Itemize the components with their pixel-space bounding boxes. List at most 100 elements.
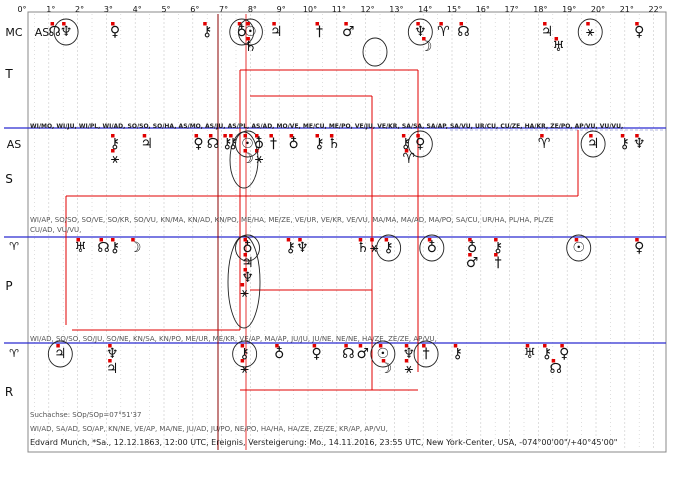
planet-glyph: ♁: [237, 24, 247, 40]
highlight-circle: [53, 18, 79, 46]
planet-glyph: ♃: [587, 136, 600, 152]
planet-marker: [50, 22, 55, 26]
planet-glyph: ♀: [415, 136, 425, 152]
degree-label: 9°: [277, 5, 286, 14]
planet-marker: [427, 238, 432, 242]
planet-glyph: ⚷: [401, 136, 411, 152]
highlight-circle: [47, 340, 73, 368]
row-start-symbol: AS: [35, 26, 50, 39]
degree-label: 6°: [190, 5, 199, 14]
planet-glyph: ☉: [244, 24, 257, 40]
planet-glyph: ♀: [312, 346, 322, 362]
planet-marker: [298, 238, 302, 242]
degree-label: 19°: [562, 5, 576, 14]
highlight-circle: [407, 130, 433, 158]
planet-marker: [131, 238, 135, 242]
highlight-circle: [407, 18, 433, 46]
planet-glyph: ⚷: [542, 346, 552, 362]
planet-glyph: ⚷: [240, 346, 250, 362]
planet-marker: [370, 238, 374, 242]
planet-marker: [525, 344, 530, 348]
planet-marker: [56, 344, 60, 348]
planet-glyph: ⚹: [370, 240, 379, 256]
degree-label: 17°: [505, 5, 519, 14]
planet-glyph: ⚷: [222, 136, 232, 152]
planet-glyph: ♃: [541, 24, 554, 40]
degree-label: 1°: [46, 5, 55, 14]
planet-marker: [255, 134, 259, 138]
planet-glyph: ⚷: [620, 136, 630, 152]
planet-glyph: ♅: [552, 39, 565, 55]
planet-marker: [358, 238, 363, 242]
planet-marker: [543, 344, 547, 348]
planet-marker: [589, 134, 593, 138]
degree-label: 4°: [133, 5, 142, 14]
planet-glyph: †: [316, 24, 323, 40]
planet-glyph: ♈: [538, 136, 551, 152]
planet-glyph: ⚷: [228, 136, 238, 152]
planet-marker: [384, 238, 389, 242]
planet-marker: [453, 344, 458, 348]
planet-marker: [540, 134, 544, 138]
planet-marker: [194, 134, 199, 138]
planet-marker: [439, 22, 443, 26]
planet-glyph: ♀: [634, 240, 644, 256]
planet-glyph: ☊: [97, 240, 109, 256]
planet-glyph: ♆: [414, 24, 427, 40]
degree-label: 5°: [161, 5, 170, 14]
planet-marker: [208, 134, 213, 138]
degree-label: 18°: [533, 5, 547, 14]
planet-marker: [272, 22, 276, 26]
planet-glyph: ⚷: [453, 346, 463, 362]
planet-glyph: ♀: [559, 346, 569, 362]
planet-marker: [286, 238, 291, 242]
planet-marker: [586, 22, 590, 26]
planet-glyph: ☽: [420, 39, 433, 55]
planet-marker: [240, 359, 245, 363]
planet-glyph: ♁: [242, 240, 252, 256]
planet-marker: [99, 238, 104, 242]
planet-glyph: ♁: [427, 240, 437, 256]
planet-marker: [76, 238, 80, 242]
planet-glyph: ⚹: [255, 151, 264, 167]
grid: [4, 14, 666, 450]
planet-glyph: ⚷: [110, 136, 120, 152]
planet-marker: [344, 22, 348, 26]
planet-marker: [416, 22, 420, 26]
degree-label: 16°: [476, 5, 490, 14]
planet-glyph: ⚹: [240, 285, 249, 301]
planet-marker: [312, 344, 317, 348]
planet-marker: [237, 22, 242, 26]
planet-marker: [240, 344, 245, 348]
planet-glyph: ♂: [356, 346, 369, 362]
planet-glyph: ♁: [288, 136, 298, 152]
planet-glyph: ♁: [467, 240, 477, 256]
planet-glyph: †: [495, 255, 502, 271]
planet-glyph: ⚹: [586, 24, 595, 40]
degree-label: 10°: [303, 5, 317, 14]
planet-glyph: ♆: [403, 346, 416, 362]
planet-marker: [269, 134, 273, 138]
planet-glyph: ♈: [403, 151, 416, 167]
planet-glyph: ♀: [634, 24, 644, 40]
planet-glyph: ☽: [129, 240, 142, 256]
planet-marker: [422, 37, 426, 41]
planet-marker: [620, 134, 625, 138]
planet-glyph: ⚷: [202, 24, 212, 40]
planet-marker: [560, 344, 564, 348]
row-s-header: WI/MO, WI/JU, WI/PL, WI/AD, SO/SO, SO/HA…: [30, 123, 624, 130]
plot-frame: [27, 11, 667, 453]
group-ellipse: [229, 131, 259, 189]
row-label: S: [5, 172, 13, 186]
planet-glyph: ⚹: [240, 361, 249, 377]
degree-label: 20°: [591, 5, 605, 14]
planet-glyph: ⚹: [111, 151, 120, 167]
highlight-circle: [419, 234, 445, 262]
planet-glyph: ♁: [274, 346, 284, 362]
planet-marker: [404, 344, 409, 348]
highlight-circle: [232, 340, 258, 368]
planet-glyph: ☽: [241, 151, 254, 167]
planet-marker: [494, 238, 498, 242]
planet-marker: [142, 134, 147, 138]
planet-glyph: ♆: [241, 270, 254, 286]
